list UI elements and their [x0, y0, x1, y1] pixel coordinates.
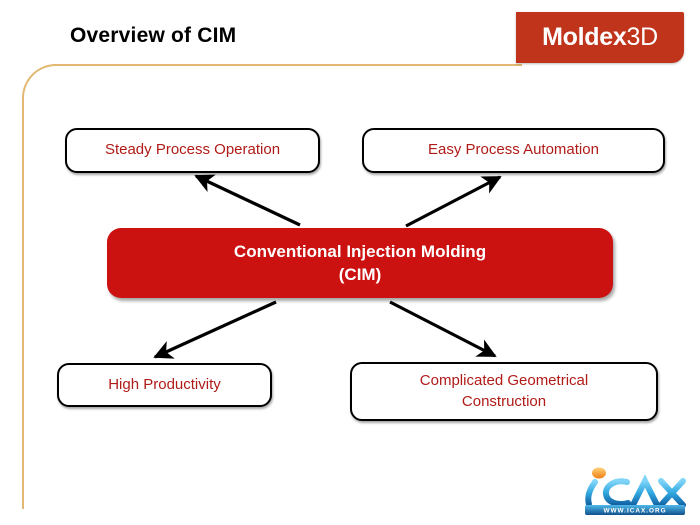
node-label: Easy Process Automation	[428, 141, 599, 159]
icax-dot-icon	[592, 467, 606, 479]
node-complicated-geometrical-construction[interactable]: Complicated Geometrical Construction	[350, 362, 658, 421]
center-node-label: Conventional Injection Molding (CIM)	[234, 240, 486, 287]
moldex3d-logo: Moldex3D	[516, 12, 684, 63]
center-node-line2: (CIM)	[338, 265, 382, 284]
icax-url-banner	[585, 505, 685, 515]
moldex3d-wordmark: Moldex3D	[542, 23, 658, 52]
moldex-text: Moldex	[542, 23, 627, 51]
node-easy-process-automation[interactable]: Easy Process Automation	[362, 128, 665, 173]
node-high-productivity[interactable]: High Productivity	[57, 363, 272, 407]
node-label: Steady Process Operation	[104, 141, 281, 159]
node-label: Complicated Geometrical Construction	[420, 371, 588, 412]
arrow-center-to-geometry	[389, 300, 497, 358]
node-steady-process-operation[interactable]: Steady Process Operation	[65, 128, 320, 173]
icax-watermark-logo: WWW.ICAX.ORG	[585, 467, 686, 515]
node-label-line1: Complicated Geometrical	[419, 372, 589, 390]
arrow-center-to-productivity	[153, 300, 277, 359]
node-conventional-injection-molding[interactable]: Conventional Injection Molding (CIM)	[107, 228, 613, 298]
3d-text: 3D	[626, 23, 658, 51]
page-title: Overview of CIM	[70, 24, 237, 47]
node-label: High Productivity	[108, 375, 221, 393]
arrow-center-to-easy	[405, 175, 502, 228]
center-node-line1: Conventional Injection Molding	[233, 241, 487, 261]
node-label-line2: Construction	[461, 392, 547, 410]
icax-url-text: WWW.ICAX.ORG	[603, 508, 666, 515]
icax-wordmark	[585, 474, 686, 508]
arrow-center-to-steady	[194, 174, 301, 227]
